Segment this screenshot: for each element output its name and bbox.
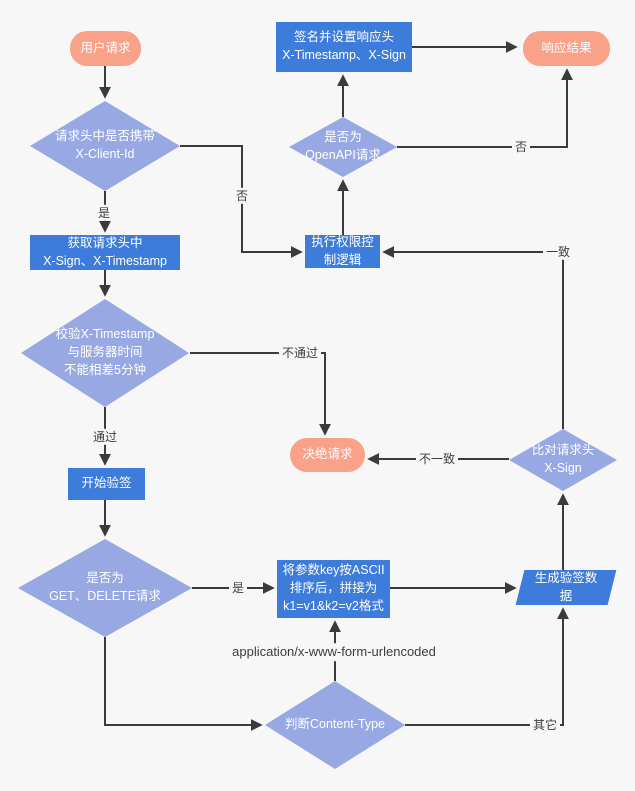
node-sort-params-ascii: 将参数key按ASCII 排序后，拼接为 k1=v1&k2=v2格式 xyxy=(277,560,390,618)
process-shape xyxy=(68,468,145,500)
node-start-verification: 开始验签 xyxy=(68,468,145,500)
node-label: 决绝请求 xyxy=(302,447,353,462)
node-is-get-delete: 是否为 GET、DELETE请求 xyxy=(18,539,192,637)
edge-sign-match xyxy=(382,246,564,429)
node-get-request-headers: 获取请求头中 X-Sign、X-Timestamp xyxy=(30,235,180,270)
node-user-request: 用户请求 xyxy=(70,31,141,66)
edge-label-timestamp-pass: 通过 xyxy=(89,428,121,446)
node-is-openapi-request: 是否为 OpenAPI请求 xyxy=(289,117,397,177)
node-label: 是否为 OpenAPI请求 xyxy=(305,130,381,162)
process-shape xyxy=(305,235,380,268)
edge-label-client-id-yes: 是 xyxy=(94,204,114,222)
node-validate-timestamp: 校验X-Timestamp 与服务器时间 不能相差5分钟 xyxy=(21,299,189,407)
node-label: 判断Content-Type xyxy=(284,717,386,732)
node-reject-request: 决绝请求 xyxy=(290,438,365,472)
edge-label-sign-mismatch: 不一致 xyxy=(415,450,459,468)
process-shape xyxy=(277,560,390,618)
edge-timestamp-fail xyxy=(190,352,331,436)
node-label: 执行权限控 制逻辑 xyxy=(311,234,374,267)
edge-getdelete-to-contenttype xyxy=(104,637,263,731)
process-shape xyxy=(276,22,412,72)
edge-label-content-type-form: application/x-www-form-urlencoded xyxy=(229,643,439,661)
terminal-shape xyxy=(290,438,365,472)
edge-label-content-type-other: 其它 xyxy=(529,716,561,734)
edge-label-timestamp-fail: 不通过 xyxy=(278,344,322,362)
edge-label-client-id-no: 否 xyxy=(232,187,252,205)
edge-openapi-no xyxy=(397,68,573,148)
node-label: 开始验签 xyxy=(81,476,132,491)
node-check-content-type: 判断Content-Type xyxy=(265,681,405,769)
node-label: 比对请求头 X-Sign xyxy=(531,443,595,475)
edge-label-sign-match: 一致 xyxy=(542,243,574,261)
node-label: 将参数key按ASCII 排序后，拼接为 k1=v1&k2=v2格式 xyxy=(282,563,385,613)
edge-label-get-delete-yes: 是 xyxy=(228,579,248,597)
node-exec-permission-logic: 执行权限控 制逻辑 xyxy=(305,235,380,268)
edge-contenttype-other xyxy=(405,607,569,726)
node-compare-x-sign: 比对请求头 X-Sign xyxy=(509,429,617,491)
terminal-shape xyxy=(523,31,610,66)
node-label: 签名并设置响应头 X-Timestamp、X-Sign xyxy=(282,30,406,62)
node-generate-verify-data: 生成验签数 据 xyxy=(515,570,617,605)
node-label: 请求头中是否携带 X-Client-Id xyxy=(54,129,155,161)
node-response-result: 响应结果 xyxy=(523,31,610,66)
node-label: 校验X-Timestamp 与服务器时间 不能相差5分钟 xyxy=(55,327,155,377)
node-label: 用户请求 xyxy=(80,40,131,55)
node-has-client-id: 请求头中是否携带 X-Client-Id xyxy=(30,101,180,191)
edge-label-openapi-no: 否 xyxy=(511,138,531,156)
node-sign-response-header: 签名并设置响应头 X-Timestamp、X-Sign xyxy=(276,22,412,72)
terminal-shape xyxy=(70,31,141,66)
node-label: 获取请求头中 X-Sign、X-Timestamp xyxy=(43,235,167,268)
node-label: 生成验签数 据 xyxy=(534,570,598,603)
node-label: 响应结果 xyxy=(541,40,592,55)
process-shape xyxy=(30,235,180,270)
node-label: 是否为 GET、DELETE请求 xyxy=(49,571,161,603)
